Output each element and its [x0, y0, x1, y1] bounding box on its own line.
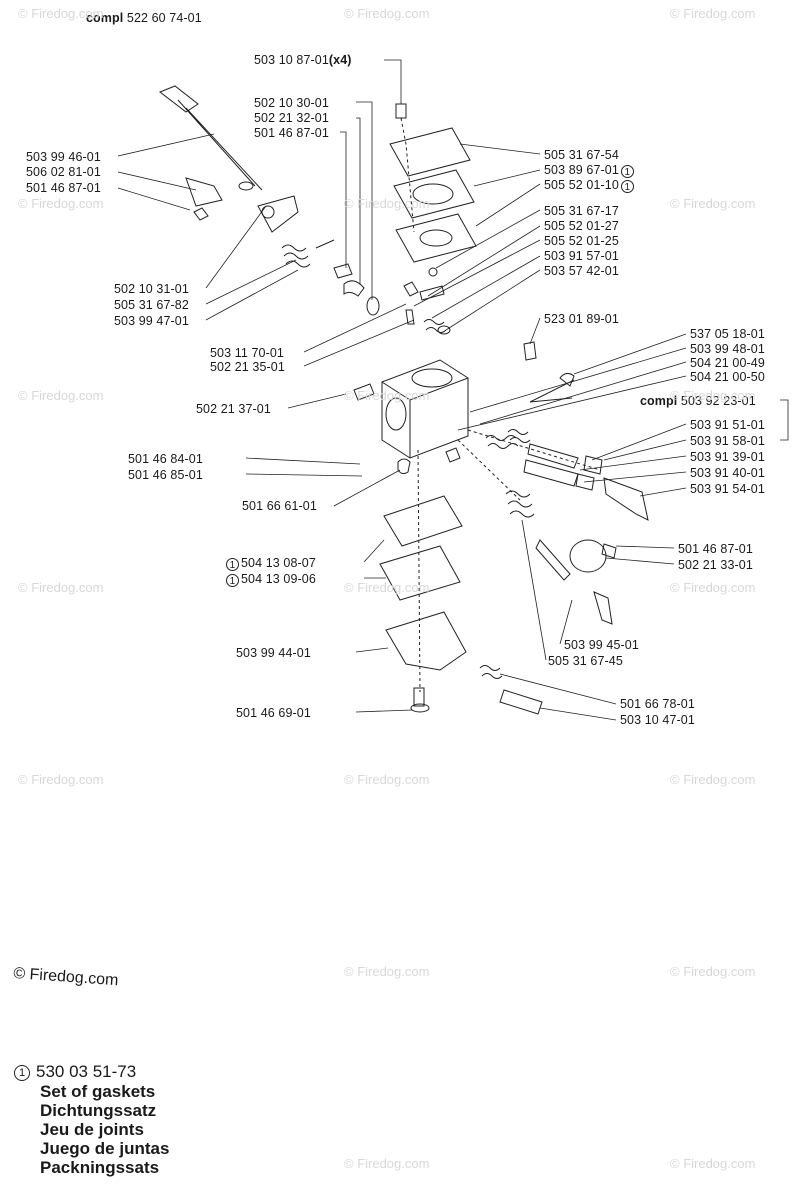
kit-marker: 1 — [226, 558, 239, 571]
part-label: 501 46 87-01 — [678, 542, 753, 556]
sub-compl-word: compl — [640, 394, 678, 408]
watermark: © Firedog.com — [18, 580, 104, 595]
kit-marker: 1 — [620, 165, 634, 178]
assembly-axes — [400, 117, 601, 693]
part-label: 502 10 31-01 — [114, 282, 189, 296]
part-label: 503 11 70-01 — [210, 346, 284, 360]
kit-marker: 1 — [226, 574, 239, 587]
part-label: 502 21 32-01 — [254, 111, 329, 125]
kit-number: 530 03 51-73 — [36, 1062, 137, 1081]
part-label: 505 31 67-17 — [544, 204, 619, 218]
kit-name: Dichtungssatz — [40, 1101, 157, 1120]
part-label: 501 46 87-01 — [26, 181, 101, 195]
watermark: © Firedog.com — [344, 964, 430, 979]
watermark: © Firedog.com — [670, 964, 756, 979]
part-label: 503 10 87-01(x4) — [254, 53, 352, 67]
kit-marker: 1 — [14, 1065, 30, 1081]
watermark: © Firedog.com — [670, 388, 756, 403]
part-label: 523 01 89-01 — [544, 312, 619, 326]
sub-compl-number: 503 92 23-01 — [680, 394, 756, 408]
part-label: 505 31 67-45 — [548, 654, 623, 668]
part-label: 503 99 47-01 — [114, 314, 189, 328]
part-label: 502 21 33-01 — [678, 558, 753, 572]
throttle-shaft-drawing — [505, 490, 617, 625]
compl-word: compl — [86, 11, 124, 25]
part-label: 502 21 37-01 — [196, 402, 271, 416]
kit-name: Set of gaskets — [40, 1082, 156, 1101]
part-label: 503 57 42-01 — [544, 264, 619, 278]
part-label: 505 52 01-27 — [544, 219, 619, 233]
assembly-compl-label: compl 522 60 74-01 — [86, 11, 202, 25]
watermark: © Firedog.com — [18, 6, 104, 21]
part-label: 505 31 67-54 — [544, 148, 619, 162]
kit-name: Packningssats — [40, 1158, 160, 1177]
part-label: 501 66 78-01 — [620, 697, 695, 711]
carburetor-body-drawing — [353, 359, 469, 475]
watermark: © Firedog.com — [344, 772, 430, 787]
watermark: © Firedog.com — [670, 196, 756, 211]
part-label: 503 91 39-01 — [690, 450, 765, 464]
small-parts-drawing — [333, 263, 537, 361]
kit-name: Jeu de joints — [40, 1120, 144, 1139]
watermark: © Firedog.com — [344, 388, 430, 403]
kit-number-row: 1 530 03 51-73 — [14, 1062, 169, 1082]
kit-name: Juego de juntas — [40, 1139, 170, 1158]
metering-cover-drawing — [379, 495, 543, 715]
part-label: 503 10 47-01 — [620, 713, 695, 727]
part-label: 501 46 85-01 — [128, 468, 203, 482]
gasket-kit-legend: 1 530 03 51-73 Set of gaskets Dichtungssa… — [14, 1062, 169, 1177]
part-label: 501 46 69-01 — [236, 706, 311, 720]
part-label: 502 10 30-01 — [254, 96, 329, 110]
part-label: 503 99 48-01 — [690, 342, 765, 356]
part-label: 504 21 00-49 — [690, 356, 765, 370]
compl-number: 522 60 74-01 — [126, 11, 202, 25]
watermark: © Firedog.com — [344, 580, 430, 595]
part-label: 503 99 46-01 — [26, 150, 101, 164]
part-label: 501 66 61-01 — [242, 499, 317, 513]
watermark: © Firedog.com — [670, 580, 756, 595]
watermark: © Firedog.com — [670, 772, 756, 787]
watermark: © Firedog.com — [344, 6, 430, 21]
part-label: 503 99 44-01 — [236, 646, 311, 660]
part-label: 503 91 57-01 — [544, 249, 619, 263]
watermark: © Firedog.com — [344, 1156, 430, 1171]
part-label: 504 21 00-50 — [690, 370, 765, 384]
watermark: © Firedog.com — [18, 196, 104, 211]
watermark: © Firedog.com — [18, 388, 104, 403]
part-label: 502 21 35-01 — [210, 360, 285, 374]
leader-lines — [117, 59, 789, 721]
watermark: © Firedog.com — [18, 772, 104, 787]
part-label: 503 91 40-01 — [690, 466, 765, 480]
top-cover-drawing — [389, 103, 477, 263]
watermark: © Firedog.com — [344, 196, 430, 211]
part-label: 505 52 01-25 — [544, 234, 619, 248]
watermark: © Firedog.com — [670, 6, 756, 21]
part-label: 537 05 18-01 — [690, 327, 765, 341]
part-label: 505 31 67-82 — [114, 298, 189, 312]
part-label: 501 46 84-01 — [128, 452, 203, 466]
sub-assembly-compl-label: compl 503 92 23-01 — [640, 394, 756, 408]
part-label: 506 02 81-01 — [26, 165, 101, 179]
part-label: 503 91 54-01 — [690, 482, 765, 496]
part-label: 503 91 51-01 — [690, 418, 765, 432]
quantity-note: (x4) — [328, 53, 352, 67]
kit-marker: 1 — [620, 180, 634, 193]
part-label: 503 99 45-01 — [564, 638, 639, 652]
kit-names: Set of gaskets Dichtungssatz Jeu de join… — [14, 1082, 169, 1177]
watermark: © Firedog.com — [670, 1156, 756, 1171]
needle-assembly-drawing — [485, 372, 649, 521]
part-label: 501 46 87-01 — [254, 126, 329, 140]
part-label: 503 91 58-01 — [690, 434, 765, 448]
